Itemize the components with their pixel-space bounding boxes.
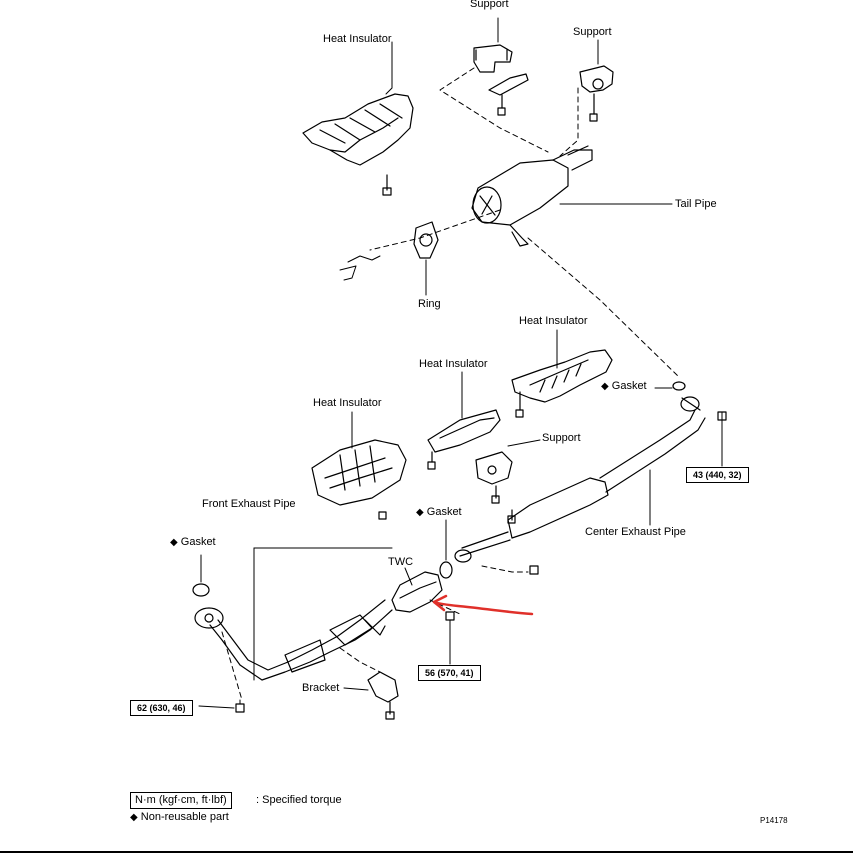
label-heat-insulator-mid: Heat Insulator	[419, 358, 488, 370]
gasket-mid-part	[439, 519, 539, 579]
label-support-right: Support	[573, 26, 612, 38]
label-heat-insulator-left: Heat Insulator	[313, 397, 382, 409]
torque-43: 43 (440, 32)	[686, 467, 749, 483]
label-gasket-mid-text: Gasket	[426, 506, 462, 518]
label-gasket-right: ◆ Gasket	[601, 380, 647, 393]
legend-torque-unit: N·m (kgf·cm, ft·lbf)	[130, 792, 232, 809]
label-gasket-right-text: Gasket	[611, 380, 647, 392]
label-gasket-left-text: Gasket	[180, 536, 216, 548]
tail-pipe-part	[471, 145, 673, 247]
center-exhaust-pipe-part	[454, 396, 706, 563]
twc-part	[391, 567, 443, 613]
label-gasket-left: ◆ Gasket	[170, 536, 216, 549]
legend-nonreusable-text: Non-reusable part	[140, 811, 229, 823]
label-heat-insulator-top: Heat Insulator	[323, 33, 392, 45]
gasket-left-part	[192, 554, 210, 597]
heat-insulator-top-part	[302, 93, 414, 196]
label-gasket-mid: ◆ Gasket	[416, 506, 462, 519]
heat-insulator-right-part	[511, 329, 613, 418]
label-support-top: Support	[470, 0, 509, 10]
label-front-exhaust-pipe: Front Exhaust Pipe	[202, 498, 296, 510]
nonreusable-diamond-icon: ◆	[601, 381, 609, 392]
support-top-part	[473, 17, 529, 116]
support-mid-part	[475, 439, 541, 504]
support-right-part	[579, 39, 614, 122]
label-center-exhaust-pipe: Center Exhaust Pipe	[585, 526, 686, 538]
label-twc: TWC	[388, 556, 414, 568]
nonreusable-diamond-icon: ◆	[416, 507, 424, 518]
label-ring: Ring	[418, 298, 441, 310]
label-bracket: Bracket	[302, 682, 340, 694]
figure-code: P14178	[760, 816, 788, 825]
label-tail-pipe: Tail Pipe	[675, 198, 717, 210]
bracket-part	[343, 671, 399, 720]
legend-torque-text: : Specified torque	[256, 794, 342, 806]
torque-56: 56 (570, 41)	[418, 665, 481, 681]
nonreusable-diamond-icon: ◆	[170, 537, 178, 548]
heat-insulator-left-part	[311, 411, 407, 520]
ring-part	[339, 221, 439, 296]
bottom-rule	[0, 851, 853, 853]
legend-nonreusable: ◆ Non-reusable part	[130, 811, 229, 824]
label-heat-insulator-right: Heat Insulator	[519, 315, 588, 327]
heat-insulator-mid-part	[427, 371, 501, 470]
red-annotation-arrow	[432, 594, 534, 616]
nonreusable-diamond-icon: ◆	[130, 812, 138, 823]
label-support-mid: Support	[542, 432, 581, 444]
torque-62: 62 (630, 46)	[130, 700, 193, 716]
front-exhaust-pipe-part	[194, 547, 393, 681]
gasket-right-part	[654, 381, 686, 391]
